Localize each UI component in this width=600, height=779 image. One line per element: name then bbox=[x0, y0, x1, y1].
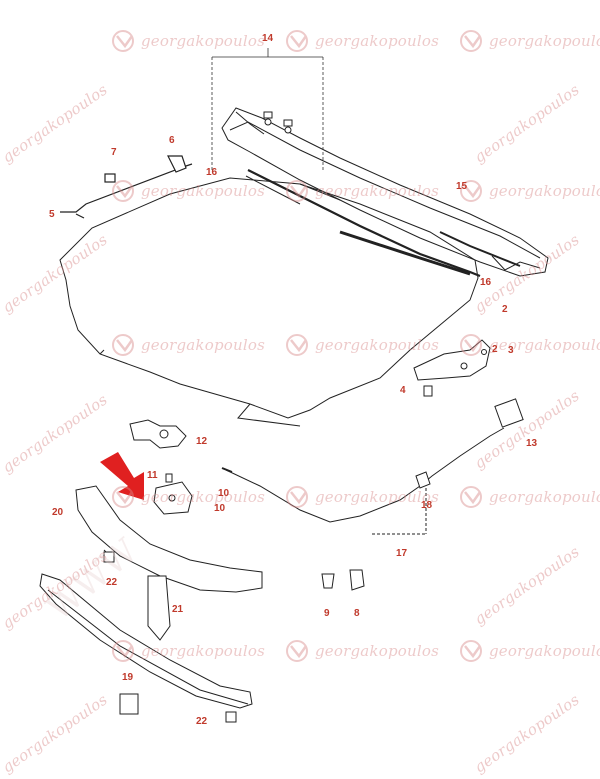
callout-17: 17 bbox=[396, 548, 408, 559]
latch-striker bbox=[129, 419, 187, 449]
callout-13: 13 bbox=[526, 438, 538, 449]
callout-4: 4 bbox=[400, 385, 406, 396]
support-frame bbox=[75, 485, 263, 641]
callout-10: 10 bbox=[218, 488, 230, 499]
callout-8: 8 bbox=[354, 608, 360, 619]
hood-panel bbox=[59, 169, 481, 427]
pointer-arrow bbox=[100, 452, 144, 500]
release-cable bbox=[221, 398, 524, 535]
callout-22: 22 bbox=[196, 716, 208, 727]
cowl-panel bbox=[221, 107, 549, 277]
callout-16: 16 bbox=[480, 277, 492, 288]
callout-2: 2 bbox=[492, 344, 498, 355]
prop-rod bbox=[60, 155, 193, 219]
callout-16: 16 bbox=[206, 167, 218, 178]
callout-14: 14 bbox=[262, 33, 274, 44]
cross-member bbox=[39, 573, 253, 723]
callout-22: 22 bbox=[106, 577, 118, 588]
callout-21: 21 bbox=[172, 604, 184, 615]
callout-12: 12 bbox=[196, 436, 208, 447]
clips bbox=[263, 111, 293, 134]
callout-6: 6 bbox=[169, 135, 175, 146]
callout-11: 11 bbox=[147, 470, 158, 481]
callout-2: 2 bbox=[502, 304, 508, 315]
callout-5: 5 bbox=[49, 209, 55, 220]
callout-10: 10 bbox=[214, 503, 226, 514]
callout-3: 3 bbox=[508, 345, 514, 356]
bracket-14 bbox=[211, 48, 324, 172]
hinge bbox=[413, 339, 491, 397]
hood-lock bbox=[153, 473, 193, 515]
callout-7: 7 bbox=[111, 147, 117, 158]
callout-15: 15 bbox=[456, 181, 468, 192]
callout-19: 19 bbox=[122, 672, 134, 683]
callout-20: 20 bbox=[52, 507, 64, 518]
callout-9: 9 bbox=[324, 608, 330, 619]
callout-18: 18 bbox=[421, 500, 433, 511]
clips-8-9 bbox=[321, 569, 365, 591]
